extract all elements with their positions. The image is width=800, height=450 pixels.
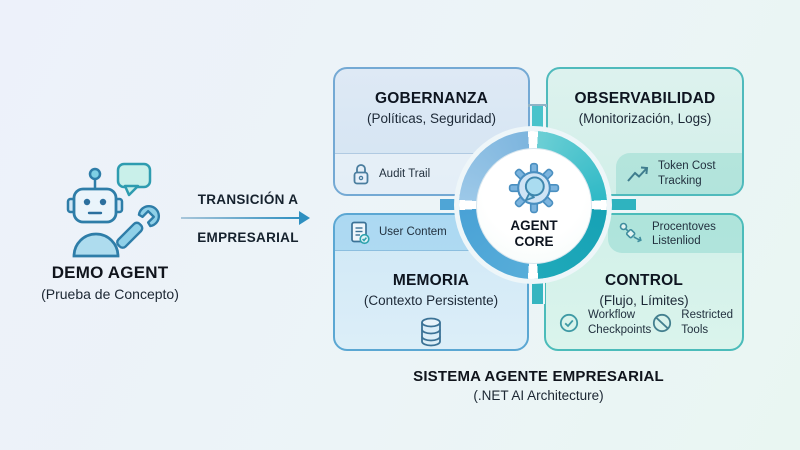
trend-up-icon xyxy=(626,163,650,185)
check-circle-icon xyxy=(558,312,580,334)
control-badge-restricted: Restricted Tools xyxy=(651,308,733,337)
observabilidad-subtitle: (Monitorización, Logs) xyxy=(578,111,712,126)
agent-core-ring: AGENT CORE xyxy=(459,131,607,279)
arrow-right-icon xyxy=(181,211,315,225)
control-subtitle: (Flujo, Límites) xyxy=(599,293,689,308)
gear-chat-icon xyxy=(508,162,560,214)
transition-line1: TRANSICIÓN A xyxy=(197,192,299,207)
speech-bubble-icon xyxy=(116,162,152,189)
ban-icon xyxy=(651,312,673,334)
agent-core-hub: AGENT CORE xyxy=(476,148,592,264)
demo-agent-subtitle: (Prueba de Concepto) xyxy=(41,286,179,302)
control-title: CONTROL xyxy=(604,272,684,289)
quadrant-observabilidad: OBSERVABILIDAD (Monitorización, Logs) To… xyxy=(546,67,744,196)
database-icon xyxy=(417,316,445,348)
gobernanza-subtitle: (Políticas, Seguridad) xyxy=(366,111,497,126)
robot-icon xyxy=(58,158,162,260)
transition-line2: EMPRESARIAL xyxy=(197,230,299,245)
top-cards-connector xyxy=(528,104,547,107)
gobernanza-badge-label: Audit Trail xyxy=(379,167,431,180)
demo-agent-label: DEMO AGENT (Prueba de Concepto) xyxy=(25,263,195,302)
caption-subtitle: (.NET AI Architecture) xyxy=(473,388,604,403)
gobernanza-title: GOBERNANZA xyxy=(374,90,489,107)
observabilidad-title: OBSERVABILIDAD xyxy=(574,90,716,107)
agent-core-label: AGENT CORE xyxy=(510,217,558,249)
quadrant-memoria: User Contem MEMORIA (Contexto Persistent… xyxy=(333,213,529,351)
observabilidad-badge: Token Cost Tracking xyxy=(616,153,742,194)
transition-label: TRANSICIÓN A EMPRESARIAL xyxy=(181,192,315,245)
workflow-icon xyxy=(618,221,644,247)
control-badge-workflow: Workflow Checkpoints xyxy=(558,308,651,337)
memoria-badge-label: User Contem xyxy=(379,226,447,239)
control-badge-top-label: Procentoves Listenliod xyxy=(652,220,716,247)
memoria-subtitle: (Contexto Persistente) xyxy=(363,293,499,308)
control-badge-restricted-label: Restricted Tools xyxy=(681,309,734,336)
demo-agent-title: DEMO AGENT xyxy=(51,263,169,282)
caption-title: SISTEMA AGENTE EMPRESARIAL xyxy=(413,368,664,385)
control-badge-top: Procentoves Listenliod xyxy=(608,215,742,253)
wrench-icon xyxy=(116,205,160,249)
system-caption: SISTEMA AGENTE EMPRESARIAL (.NET AI Arch… xyxy=(333,368,744,403)
lock-icon xyxy=(351,162,371,186)
control-badge-workflow-label: Workflow Checkpoints xyxy=(588,309,652,336)
observabilidad-badge-label: Token Cost Tracking xyxy=(658,160,716,187)
doc-check-icon xyxy=(349,220,371,246)
memoria-title: MEMORIA xyxy=(392,272,470,289)
